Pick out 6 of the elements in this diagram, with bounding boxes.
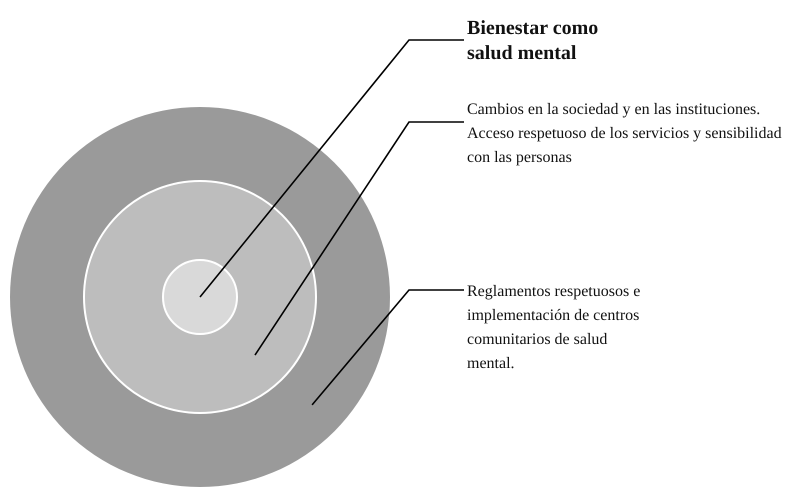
description-text: Cambios en la sociedad y en las instituciones. Acceso respetuoso de los servicios y sensibilidad con las personas: [467, 98, 792, 170]
leader-line: [254, 121, 464, 356]
leader-line: [199, 39, 464, 298]
heading-text: Bienestar como salud mental: [467, 16, 627, 66]
description-text: Reglamentos respetuosos e implementación de centros comunitarios de salud mental.: [467, 280, 652, 376]
leader-line: [311, 289, 464, 406]
